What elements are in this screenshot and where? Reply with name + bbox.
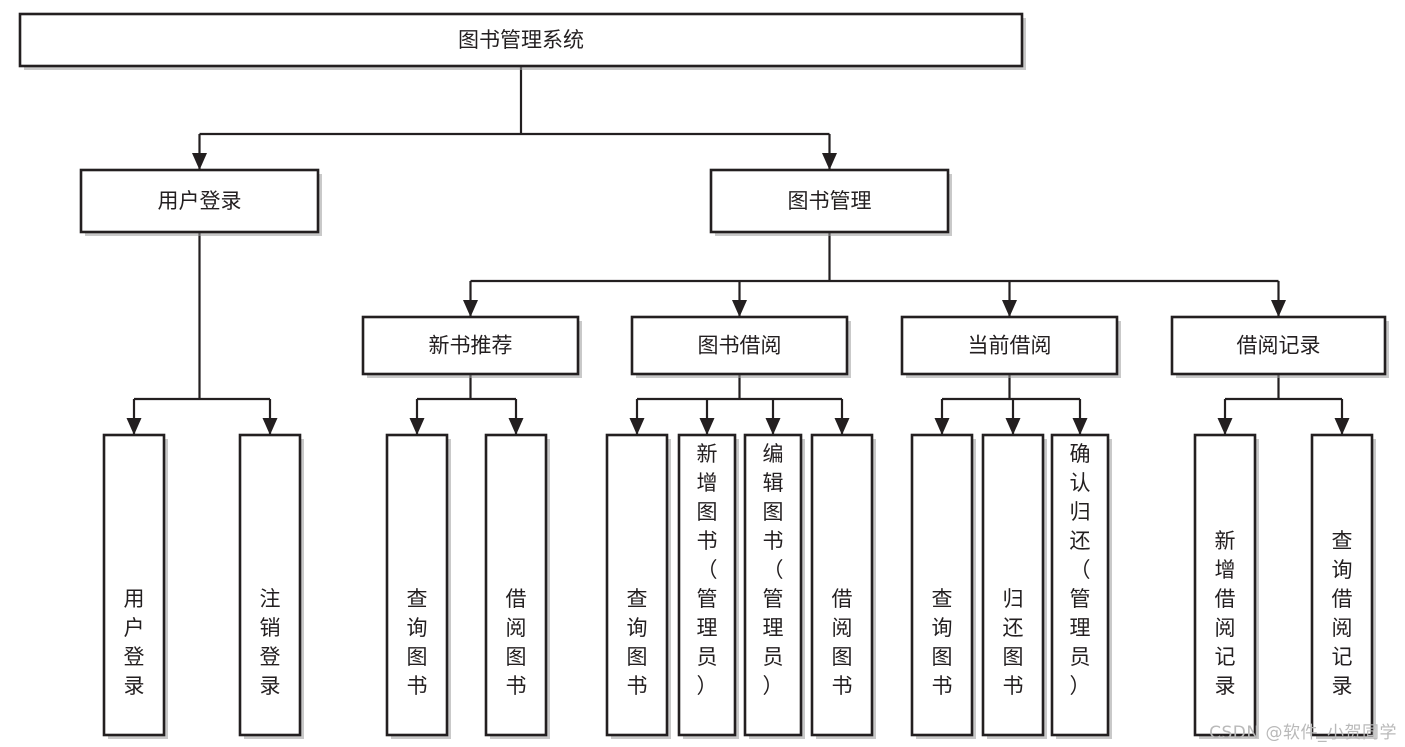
node-box[interactable] bbox=[709, 168, 950, 234]
node-label: 借阅记录 bbox=[1237, 334, 1321, 358]
edge-group-book-borrow bbox=[629, 374, 850, 435]
node-label: 查询借阅记录 bbox=[1332, 529, 1353, 698]
node-book-borrow[interactable]: 图书借阅 bbox=[630, 315, 851, 378]
arrow-head-icon bbox=[409, 418, 425, 435]
node-label: 借阅图书 bbox=[506, 587, 527, 698]
edge-group-borrow-record bbox=[1217, 374, 1350, 435]
node-box[interactable] bbox=[238, 433, 302, 737]
edge-group-book-manage bbox=[463, 232, 1286, 317]
node-leaf-query-record[interactable]: 查询借阅记录 bbox=[1310, 433, 1376, 739]
arrow-head-icon bbox=[463, 300, 478, 317]
node-root[interactable]: 图书管理系统 bbox=[18, 12, 1026, 70]
arrow-head-icon bbox=[262, 418, 278, 435]
node-label: 新增图书（管理员） bbox=[697, 442, 718, 698]
nodes-layer: 图书管理系统用户登录图书管理新书推荐图书借阅当前借阅借阅记录用户登录注销登录查询… bbox=[18, 12, 1389, 739]
node-label: 查询图书 bbox=[627, 587, 648, 698]
node-box[interactable] bbox=[1193, 433, 1257, 737]
arrow-head-icon bbox=[126, 418, 142, 435]
node-label: 注销登录 bbox=[260, 587, 281, 698]
node-leaf-edit-book[interactable]: 编辑图书（管理员） bbox=[743, 433, 805, 739]
node-label: 查询图书 bbox=[932, 587, 953, 698]
edges-layer bbox=[126, 66, 1350, 435]
arrow-head-icon bbox=[1334, 418, 1350, 435]
node-box[interactable] bbox=[18, 12, 1024, 68]
node-box[interactable] bbox=[385, 433, 449, 737]
node-leaf-add-record[interactable]: 新增借阅记录 bbox=[1193, 433, 1259, 739]
node-new-book-rec[interactable]: 新书推荐 bbox=[361, 315, 582, 378]
arrow-head-icon bbox=[934, 418, 950, 435]
edge-group-new-book-rec bbox=[409, 374, 524, 435]
node-label: 图书管理系统 bbox=[458, 28, 584, 52]
node-label: 图书借阅 bbox=[698, 334, 782, 358]
node-borrow-record[interactable]: 借阅记录 bbox=[1170, 315, 1389, 378]
node-label: 查询图书 bbox=[407, 587, 428, 698]
node-box[interactable] bbox=[743, 433, 803, 737]
edge-group-user-login bbox=[126, 232, 278, 435]
node-label: 编辑图书（管理员） bbox=[763, 442, 784, 698]
arrow-head-icon bbox=[1271, 300, 1286, 317]
node-label: 确认归还（管理员） bbox=[1070, 442, 1091, 698]
node-label: 借阅图书 bbox=[832, 587, 853, 698]
node-box[interactable] bbox=[484, 433, 548, 737]
arrow-head-icon bbox=[1002, 300, 1017, 317]
node-box[interactable] bbox=[900, 315, 1119, 376]
node-label: 图书管理 bbox=[788, 189, 872, 213]
node-box[interactable] bbox=[361, 315, 580, 376]
arrow-head-icon bbox=[822, 153, 837, 170]
node-leaf-add-book[interactable]: 新增图书（管理员） bbox=[677, 433, 739, 739]
node-current-borrow[interactable]: 当前借阅 bbox=[900, 315, 1121, 378]
node-box[interactable] bbox=[630, 315, 849, 376]
arrow-head-icon bbox=[699, 418, 715, 435]
node-box[interactable] bbox=[1050, 433, 1110, 737]
node-label: 新增借阅记录 bbox=[1215, 529, 1236, 698]
node-box[interactable] bbox=[605, 433, 669, 737]
arrow-head-icon bbox=[834, 418, 850, 435]
node-leaf-user-login[interactable]: 用户登录 bbox=[102, 433, 168, 739]
node-box[interactable] bbox=[677, 433, 737, 737]
node-label: 新书推荐 bbox=[429, 334, 513, 358]
node-leaf-borrow-books-2[interactable]: 借阅图书 bbox=[810, 433, 876, 739]
node-leaf-query-books-2[interactable]: 查询图书 bbox=[605, 433, 671, 739]
edge-group-root bbox=[192, 66, 837, 170]
node-box[interactable] bbox=[810, 433, 874, 737]
arrow-head-icon bbox=[1072, 418, 1088, 435]
node-label: 归还图书 bbox=[1003, 587, 1024, 698]
node-leaf-borrow-books-1[interactable]: 借阅图书 bbox=[484, 433, 550, 739]
node-box[interactable] bbox=[910, 433, 974, 737]
node-label: 用户登录 bbox=[124, 587, 145, 698]
node-box[interactable] bbox=[102, 433, 166, 737]
node-label: 当前借阅 bbox=[968, 334, 1052, 358]
edge-group-current-borrow bbox=[934, 374, 1088, 435]
node-leaf-confirm-return[interactable]: 确认归还（管理员） bbox=[1050, 433, 1112, 739]
node-leaf-query-books-3[interactable]: 查询图书 bbox=[910, 433, 976, 739]
node-box[interactable] bbox=[1170, 315, 1387, 376]
node-label: 用户登录 bbox=[158, 189, 242, 213]
arrow-head-icon bbox=[508, 418, 524, 435]
node-box[interactable] bbox=[981, 433, 1045, 737]
node-user-login[interactable]: 用户登录 bbox=[79, 168, 322, 236]
node-leaf-logout[interactable]: 注销登录 bbox=[238, 433, 304, 739]
arrow-head-icon bbox=[765, 418, 781, 435]
node-book-manage[interactable]: 图书管理 bbox=[709, 168, 952, 236]
node-leaf-query-books-1[interactable]: 查询图书 bbox=[385, 433, 451, 739]
node-box[interactable] bbox=[79, 168, 320, 234]
arrow-head-icon bbox=[732, 300, 747, 317]
node-box[interactable] bbox=[1310, 433, 1374, 737]
arrow-head-icon bbox=[192, 153, 207, 170]
arrow-head-icon bbox=[1217, 418, 1233, 435]
arrow-head-icon bbox=[1005, 418, 1021, 435]
arrow-head-icon bbox=[629, 418, 645, 435]
node-leaf-return-book[interactable]: 归还图书 bbox=[981, 433, 1047, 739]
